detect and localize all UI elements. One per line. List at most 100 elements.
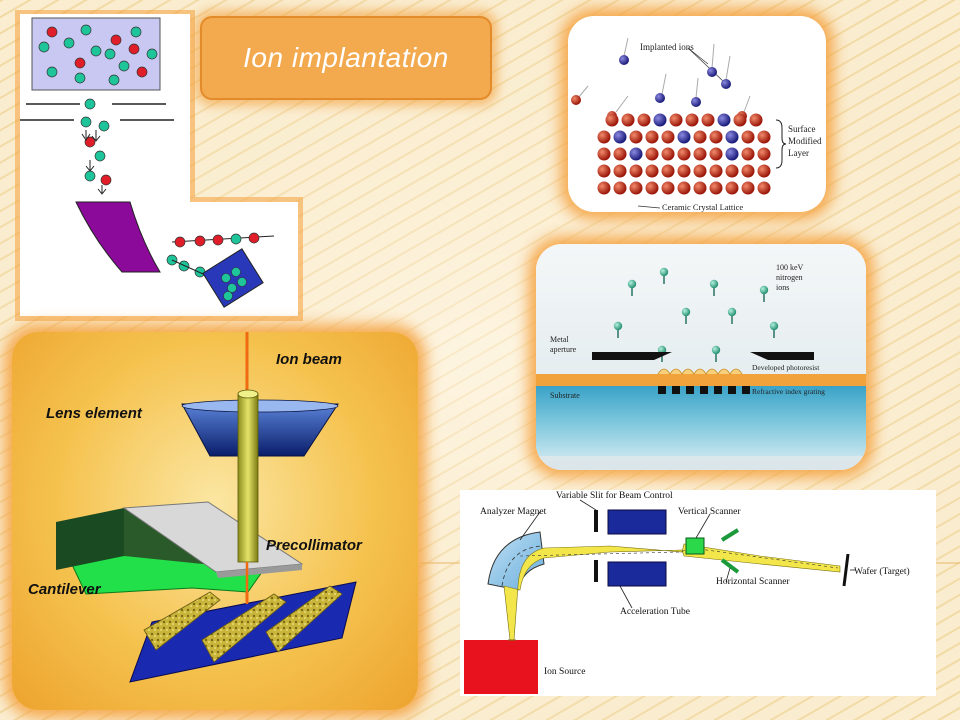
lattice-atom xyxy=(749,113,763,127)
lattice-atom xyxy=(621,113,635,127)
nitrogen-ions xyxy=(613,267,779,362)
chamber-ions xyxy=(38,24,158,86)
lattice-atom xyxy=(645,164,659,178)
ridge-3 xyxy=(265,585,343,653)
lattice-atom xyxy=(693,164,707,178)
implanted-ions-label: Implanted ions xyxy=(640,42,694,52)
precollimator-label: Precollimator xyxy=(266,537,363,554)
lattice-atom xyxy=(709,147,723,161)
lattice-atom xyxy=(653,113,667,127)
lattice-atom xyxy=(597,164,611,178)
lattice-atom xyxy=(677,130,691,144)
title-box: Ion implantation xyxy=(200,16,492,100)
surface-layer-card: Implanted ions Surface Modified Layer Ce… xyxy=(568,16,826,212)
nitrogen-ion xyxy=(681,307,691,317)
lattice-atom xyxy=(741,147,755,161)
acceleration-tube-bottom xyxy=(607,561,667,587)
aperture-label-1: Metal xyxy=(550,335,569,344)
lattice-atom xyxy=(629,181,643,195)
analyzer-magnet xyxy=(75,201,161,273)
lattice-atom xyxy=(597,147,611,161)
nitrogen-ion xyxy=(759,285,769,295)
vertical-scanner xyxy=(685,537,705,555)
lattice-atom xyxy=(709,130,723,144)
beam-label-3: ions xyxy=(776,283,789,292)
focused-beam-figure: Ion beam Lens element Precollimator Cant… xyxy=(28,332,363,683)
lattice-atom xyxy=(693,181,707,195)
grating-figure: 100 keV nitrogen ions Metal aperture Dev… xyxy=(536,244,866,470)
grating-blocks xyxy=(658,386,750,394)
horizontal-scanner-label: Horizontal Scanner xyxy=(716,577,790,587)
lattice-atom xyxy=(629,147,643,161)
mass-separation-diagram xyxy=(15,10,303,321)
beam-label-2: nitrogen xyxy=(776,273,803,282)
lattice-atom xyxy=(677,164,691,178)
implanter-figure: Variable Slit for Beam Control Analyzer … xyxy=(464,490,910,694)
light-ion-stream xyxy=(166,254,213,279)
horizontal-scanner-top xyxy=(720,528,740,542)
lattice-atom xyxy=(725,181,739,195)
heavy-ion-stream xyxy=(171,232,275,248)
nitrogen-ion xyxy=(709,279,719,289)
lattice-atom xyxy=(645,181,659,195)
lattice-atom xyxy=(725,130,739,144)
ion-source-label: Ion Source xyxy=(544,667,585,677)
lattice-atom xyxy=(709,164,723,178)
layer-label: Layer xyxy=(788,148,809,158)
slit-label: Variable Slit for Beam Control xyxy=(556,490,673,501)
substrate-label: Substrate xyxy=(550,391,580,400)
lens-label: Lens element xyxy=(46,405,143,422)
crystal-lattice xyxy=(597,113,771,195)
grating-label: Refractive index grating xyxy=(752,387,825,396)
ridge-2 xyxy=(201,593,287,663)
surface-layer-figure: Implanted ions Surface Modified Layer Ce… xyxy=(571,37,822,212)
lattice-atom xyxy=(733,113,747,127)
lattice-atom xyxy=(757,147,771,161)
slide-title: Ion implantation xyxy=(243,42,449,73)
lattice-atom xyxy=(669,113,683,127)
nitrogen-ion xyxy=(769,321,779,331)
aperture-label-2: aperture xyxy=(550,345,577,354)
lattice-atom xyxy=(741,164,755,178)
ion-beam-path xyxy=(503,543,841,641)
lattice-atom xyxy=(741,130,755,144)
modified-label: Modified xyxy=(788,136,822,146)
lattice-atom xyxy=(613,130,627,144)
lattice-atom xyxy=(709,181,723,195)
implanted-ions-wafer xyxy=(221,267,247,301)
nitrogen-ion xyxy=(711,345,721,355)
lattice-atom xyxy=(661,130,675,144)
lattice-atom xyxy=(693,147,707,161)
acceleration-tube-top xyxy=(607,509,667,535)
lattice-atom xyxy=(613,181,627,195)
lattice-atom xyxy=(677,147,691,161)
extracted-ions xyxy=(80,98,112,195)
ion-source xyxy=(464,640,538,694)
nitrogen-ion xyxy=(659,267,669,277)
lattice-atom xyxy=(693,130,707,144)
lattice-atom xyxy=(645,147,659,161)
ridge-1 xyxy=(143,591,221,651)
tube-label: Acceleration Tube xyxy=(620,607,690,617)
lattice-atom xyxy=(661,181,675,195)
focused-beam-card: Ion beam Lens element Precollimator Cant… xyxy=(12,332,418,710)
lattice-atom xyxy=(629,164,643,178)
lattice-atom xyxy=(661,164,675,178)
lattice-atom xyxy=(661,147,675,161)
lattice-atom xyxy=(637,113,651,127)
nitrogen-ion xyxy=(727,307,737,317)
cantilever-label: Cantilever xyxy=(28,581,102,598)
lattice-label: Ceramic Crystal Lattice xyxy=(662,202,743,212)
vertical-scanner-label: Vertical Scanner xyxy=(678,507,741,517)
lattice-atom xyxy=(629,130,643,144)
surface-label: Surface xyxy=(788,124,815,134)
implanter-card: Variable Slit for Beam Control Analyzer … xyxy=(460,490,936,696)
lattice-atom xyxy=(725,147,739,161)
target-wafer xyxy=(202,248,264,308)
magnet-label: Analyzer Magnet xyxy=(480,507,547,517)
lattice-atom xyxy=(741,181,755,195)
lattice-atom xyxy=(717,113,731,127)
beam-column xyxy=(237,393,259,563)
lattice-atom xyxy=(597,181,611,195)
lattice-atom xyxy=(597,130,611,144)
